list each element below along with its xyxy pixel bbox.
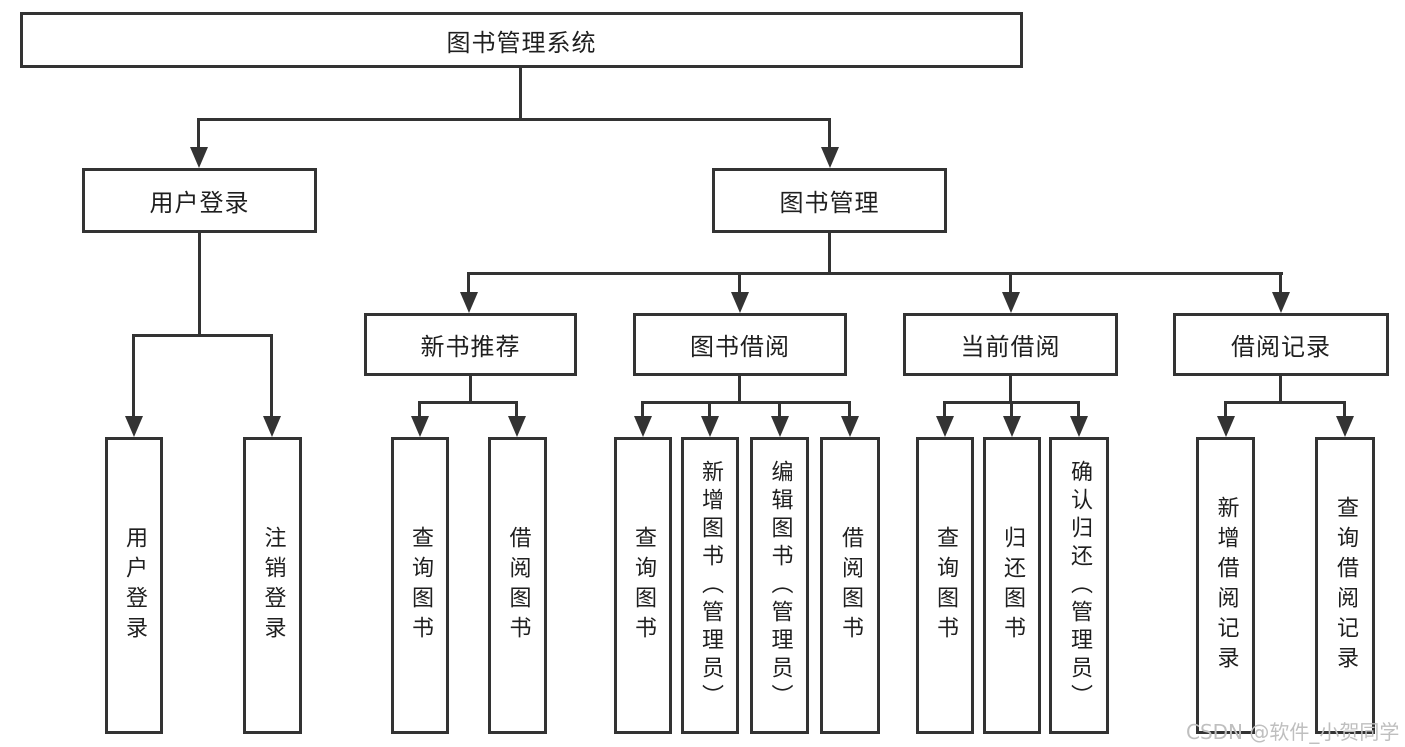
connector-br1-drop	[1224, 401, 1227, 419]
node-user-login: 用户登录	[82, 168, 317, 233]
arrow-to-bb-borrow	[841, 416, 859, 437]
leaf-user-login-label: 用户登录	[122, 525, 147, 646]
arrow-to-bb-add	[701, 416, 719, 437]
arrow-to-book-borrow	[731, 292, 749, 313]
leaf-cb-return-book: 归还图书	[983, 437, 1041, 734]
connector-ul1-drop	[132, 334, 135, 418]
leaf-br-add-record-label: 新增借阅记录	[1213, 495, 1239, 676]
arrow-to-br-query	[1336, 416, 1354, 437]
connector-bb-stem	[738, 376, 741, 404]
csdn-watermark: CSDN @软件_小贺同学	[1186, 720, 1400, 744]
connector-cb2-drop	[1010, 401, 1013, 419]
arrow-to-bb-query	[634, 416, 652, 437]
leaf-nbr-query-book: 查询图书	[391, 437, 449, 734]
connector-bb1-drop	[641, 401, 644, 419]
node-book-mgmt: 图书管理	[712, 168, 947, 233]
leaf-nbr-borrow-book-label: 借阅图书	[505, 525, 531, 646]
connector-cb-drop	[1009, 272, 1012, 294]
connector-ul2-drop	[270, 334, 273, 418]
leaf-br-query-record: 查询借阅记录	[1315, 437, 1375, 734]
arrow-to-bb-edit	[771, 416, 789, 437]
arrow-to-br-add	[1217, 416, 1235, 437]
arrow-to-user-login	[190, 147, 208, 168]
node-new-book-rec: 新书推荐	[364, 313, 577, 376]
node-library-system: 图书管理系统	[20, 12, 1023, 68]
arrow-to-logout-leaf	[263, 416, 281, 437]
node-book-mgmt-label: 图书管理	[779, 189, 880, 217]
node-library-system-label: 图书管理系统	[446, 28, 597, 57]
node-user-login-label: 用户登录	[149, 189, 250, 217]
leaf-br-add-record: 新增借阅记录	[1196, 437, 1255, 734]
node-book-borrow-label: 图书借阅	[690, 333, 790, 361]
arrow-to-user-login-leaf	[125, 416, 143, 437]
connector-nbr1-drop	[418, 401, 421, 419]
connector-bb3-drop	[778, 401, 781, 419]
leaf-bb-edit-book: 编辑图书（管理员）	[750, 437, 809, 734]
connector-userlogin-drop	[197, 118, 200, 149]
leaf-bb-borrow-book-label: 借阅图书	[838, 525, 863, 646]
node-current-borrow: 当前借阅	[903, 313, 1118, 376]
arrow-to-current-borrow	[1002, 292, 1020, 313]
leaf-bb-add-book: 新增图书（管理员）	[681, 437, 739, 734]
connector-nbr-stem	[469, 376, 472, 404]
connector-bookmgmt-drop	[828, 118, 831, 149]
connector-bb2-drop	[708, 401, 711, 419]
connector-root-crossbar	[197, 118, 831, 121]
connector-nbr2-drop	[515, 401, 518, 419]
leaf-cb-confirm-return: 确认归还（管理员）	[1049, 437, 1109, 734]
node-current-borrow-label: 当前借阅	[960, 333, 1061, 361]
connector-userlogin-stem	[198, 233, 201, 337]
connector-br-crossbar	[1224, 401, 1346, 404]
connector-cb1-drop	[943, 401, 946, 419]
leaf-cb-query-book-label: 查询图书	[933, 525, 958, 646]
leaf-bb-edit-book-label: 编辑图书（管理员）	[767, 459, 793, 712]
leaf-bb-query-book-label: 查询图书	[631, 525, 656, 646]
leaf-nbr-borrow-book: 借阅图书	[488, 437, 547, 734]
connector-bb-drop	[738, 272, 741, 294]
connector-br-stem	[1279, 376, 1282, 404]
leaf-nbr-query-book-label: 查询图书	[408, 525, 433, 646]
connector-userlogin-crossbar	[132, 334, 273, 337]
connector-bb4-drop	[848, 401, 851, 419]
node-new-book-rec-label: 新书推荐	[420, 333, 521, 361]
arrow-to-cb-confirm	[1070, 416, 1088, 437]
connector-cb3-drop	[1077, 401, 1080, 419]
arrow-to-cb-return	[1003, 416, 1021, 437]
connector-br2-drop	[1343, 401, 1346, 419]
leaf-bb-add-book-label: 新增图书（管理员）	[698, 459, 723, 712]
leaf-bb-query-book: 查询图书	[614, 437, 672, 734]
leaf-logout: 注销登录	[243, 437, 302, 734]
leaf-logout-label: 注销登录	[260, 525, 286, 646]
connector-cb-stem	[1009, 376, 1012, 404]
leaf-user-login: 用户登录	[105, 437, 163, 734]
connector-nbr-drop	[467, 272, 470, 294]
leaf-cb-confirm-return-label: 确认归还（管理员）	[1067, 459, 1092, 712]
node-borrow-records: 借阅记录	[1173, 313, 1389, 376]
arrow-to-nbr-query	[411, 416, 429, 437]
connector-bookmgmt-stem	[828, 233, 831, 275]
arrow-to-borrow-records	[1272, 292, 1290, 313]
connector-bb-crossbar	[641, 401, 851, 404]
arrow-to-nbr-borrow	[508, 416, 526, 437]
node-book-borrow: 图书借阅	[633, 313, 847, 376]
arrow-to-cb-query	[936, 416, 954, 437]
leaf-cb-return-book-label: 归还图书	[1000, 525, 1025, 646]
connector-bookmgmt-crossbar	[467, 272, 1283, 275]
leaf-cb-query-book: 查询图书	[916, 437, 974, 734]
connector-root-stem	[519, 68, 522, 120]
leaf-br-query-record-label: 查询借阅记录	[1333, 495, 1358, 676]
leaf-bb-borrow-book: 借阅图书	[820, 437, 880, 734]
node-borrow-records-label: 借阅记录	[1231, 333, 1331, 361]
connector-br-drop	[1279, 272, 1282, 294]
arrow-to-new-book-rec	[460, 292, 478, 313]
arrow-to-book-mgmt	[821, 147, 839, 168]
connector-nbr-crossbar	[418, 401, 518, 404]
